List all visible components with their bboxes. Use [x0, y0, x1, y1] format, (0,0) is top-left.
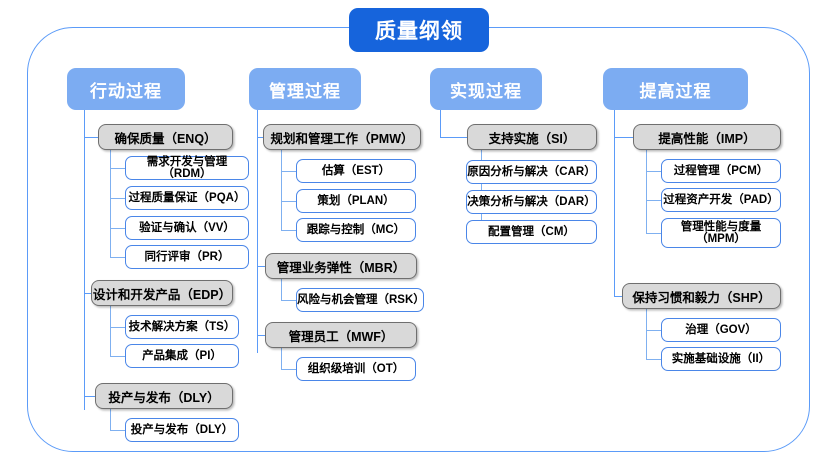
leaf-box-plan[interactable]: 策划（PLAN）: [296, 189, 416, 213]
group-box-pmw[interactable]: 规划和管理工作（PMW）: [263, 124, 421, 150]
connector-stub: [646, 359, 661, 361]
column-header-3[interactable]: 实现过程: [430, 68, 542, 110]
column-header-4[interactable]: 提高过程: [603, 68, 748, 110]
group-spine: [110, 306, 112, 356]
connector-stub: [281, 201, 296, 203]
leaf-box-ii[interactable]: 实施基础设施（II）: [661, 347, 781, 371]
group-spine: [281, 279, 283, 300]
connector-stub: [614, 137, 633, 139]
leaf-box-ts[interactable]: 技术解决方案（TS）: [125, 315, 239, 339]
connector-stub: [257, 266, 265, 268]
leaf-box-car[interactable]: 原因分析与解决（CAR）: [466, 160, 597, 184]
connector-stub: [646, 171, 661, 173]
connector-stub: [614, 296, 622, 298]
leaf-box-cm[interactable]: 配置管理（CM）: [466, 220, 597, 244]
connector-stub: [110, 430, 125, 432]
connector-stub: [281, 230, 296, 232]
group-spine: [281, 348, 283, 369]
connector-stub: [110, 228, 125, 230]
leaf-box-rsk[interactable]: 风险与机会管理（RSK）: [296, 288, 425, 312]
leaf-box-gov[interactable]: 治理（GOV）: [661, 318, 781, 342]
group-spine: [110, 150, 112, 257]
group-spine: [646, 150, 648, 233]
leaf-box-rdm[interactable]: 需求开发与管理（RDM）: [125, 156, 249, 180]
connector-stub: [440, 137, 467, 139]
group-box-dly[interactable]: 投产与发布（DLY）: [95, 383, 233, 409]
connector-stub: [281, 300, 296, 302]
group-box-mwf[interactable]: 管理员工（MWF）: [265, 322, 417, 348]
connector-stub: [257, 137, 263, 139]
leaf-box-pr[interactable]: 同行评审（PR）: [125, 245, 249, 269]
connector-stub: [281, 369, 296, 371]
column-spine-4: [614, 110, 616, 297]
column-spine-2: [257, 110, 259, 353]
connector-stub: [110, 327, 125, 329]
connector-stub: [646, 200, 661, 202]
column-header-1[interactable]: 行动过程: [67, 68, 185, 110]
leaf-box-pad[interactable]: 过程资产开发（PAD）: [661, 188, 781, 212]
leaf-box-dly-child[interactable]: 投产与发布（DLY）: [125, 418, 239, 442]
group-spine: [110, 409, 112, 430]
connector-stub: [646, 330, 661, 332]
group-box-enq[interactable]: 确保质量（ENQ）: [98, 124, 233, 150]
leaf-box-dar[interactable]: 决策分析与解决（DAR）: [466, 190, 597, 214]
connector-stub: [84, 293, 91, 295]
column-spine-1: [84, 110, 86, 410]
leaf-box-ot[interactable]: 组织级培训（OT）: [296, 357, 416, 381]
connector-stub: [646, 233, 661, 235]
connector-stub: [110, 198, 125, 200]
leaf-box-pi[interactable]: 产品集成（PI）: [125, 344, 239, 368]
connector-stub: [257, 335, 265, 337]
group-box-shp[interactable]: 保持习惯和毅力（SHP）: [622, 283, 781, 309]
group-box-edp[interactable]: 设计和开发产品（EDP）: [91, 280, 233, 306]
connector-stub: [84, 137, 98, 139]
column-header-2[interactable]: 管理过程: [249, 68, 361, 110]
group-spine: [281, 150, 283, 230]
connector-stub: [110, 257, 125, 259]
leaf-box-pqa[interactable]: 过程质量保证（PQA）: [125, 186, 249, 210]
diagram-title: 质量纲领: [349, 8, 489, 52]
connector-stub: [84, 396, 95, 398]
group-box-mbr[interactable]: 管理业务弹性（MBR）: [265, 253, 417, 279]
leaf-box-vv[interactable]: 验证与确认（VV）: [125, 216, 249, 240]
leaf-box-mc[interactable]: 跟踪与控制（MC）: [296, 218, 416, 242]
group-spine: [646, 309, 648, 359]
connector-stub: [110, 168, 125, 170]
group-box-si[interactable]: 支持实施（SI）: [467, 124, 597, 150]
column-spine-3: [440, 110, 442, 138]
group-box-imp[interactable]: 提高性能（IMP）: [633, 124, 781, 150]
connector-stub: [110, 356, 125, 358]
leaf-box-pcm[interactable]: 过程管理（PCM）: [661, 159, 781, 183]
connector-stub: [281, 171, 296, 173]
leaf-box-mpm[interactable]: 管理性能与度量 （MPM）: [661, 218, 781, 248]
leaf-box-est[interactable]: 估算（EST）: [296, 159, 416, 183]
